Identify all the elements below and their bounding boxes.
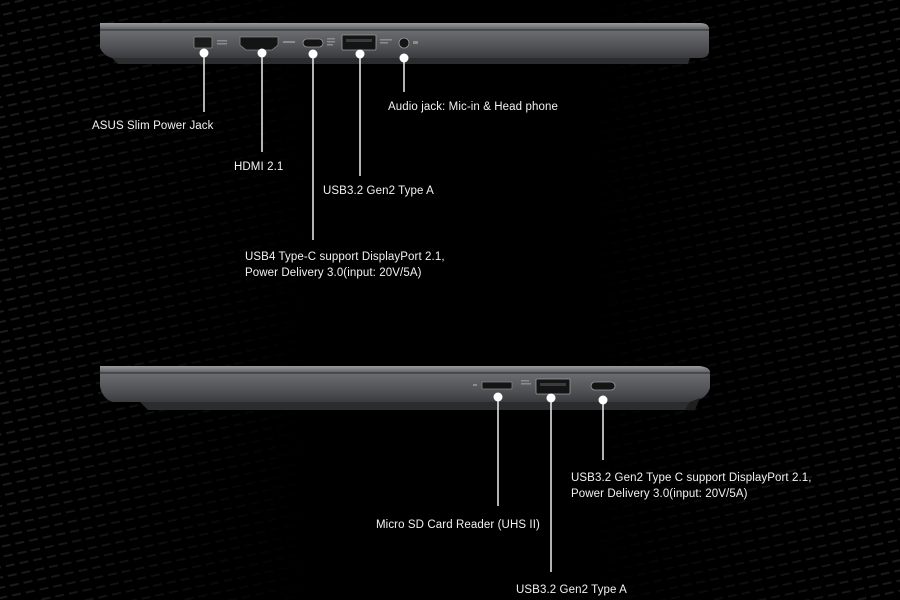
label-usb4-line1: USB4 Type-C support DisplayPort 2.1, <box>245 251 445 263</box>
label-audio-jack: Audio jack: Mic-in & Head phone <box>388 101 558 113</box>
usb-a-port-top <box>341 34 392 51</box>
usb4-type-c-port <box>302 38 335 48</box>
usb-type-c-port-bottom <box>590 381 616 391</box>
label-usb-c-line2: Power Delivery 3.0(input: 20V/5A) <box>571 488 748 500</box>
power-jack-port <box>193 36 227 49</box>
top-leader-lines <box>199 48 409 240</box>
label-hdmi: HDMI 2.1 <box>234 161 284 173</box>
label-usb4-type-c: USB4 Type-C support DisplayPort 2.1, Pow… <box>245 249 445 281</box>
label-power-jack: ASUS Slim Power Jack <box>92 120 214 132</box>
label-usb4-line2: Power Delivery 3.0(input: 20V/5A) <box>245 267 422 279</box>
usb-a-port-bottom <box>521 378 571 395</box>
label-usb-type-c-bottom: USB3.2 Gen2 Type C support DisplayPort 2… <box>571 470 812 502</box>
micro-sd-card-slot <box>473 381 513 390</box>
audio-jack-port <box>398 37 418 49</box>
bottom-laptop-chassis <box>100 366 710 410</box>
label-usb-c-line1: USB3.2 Gen2 Type C support DisplayPort 2… <box>571 472 812 484</box>
bottom-leader-lines <box>493 392 608 572</box>
hdmi-port <box>239 36 295 51</box>
label-micro-sd: Micro SD Card Reader (UHS II) <box>376 519 540 531</box>
label-usb-a-bottom: USB3.2 Gen2 Type A <box>516 584 627 596</box>
label-usb-a-top: USB3.2 Gen2 Type A <box>323 185 434 197</box>
